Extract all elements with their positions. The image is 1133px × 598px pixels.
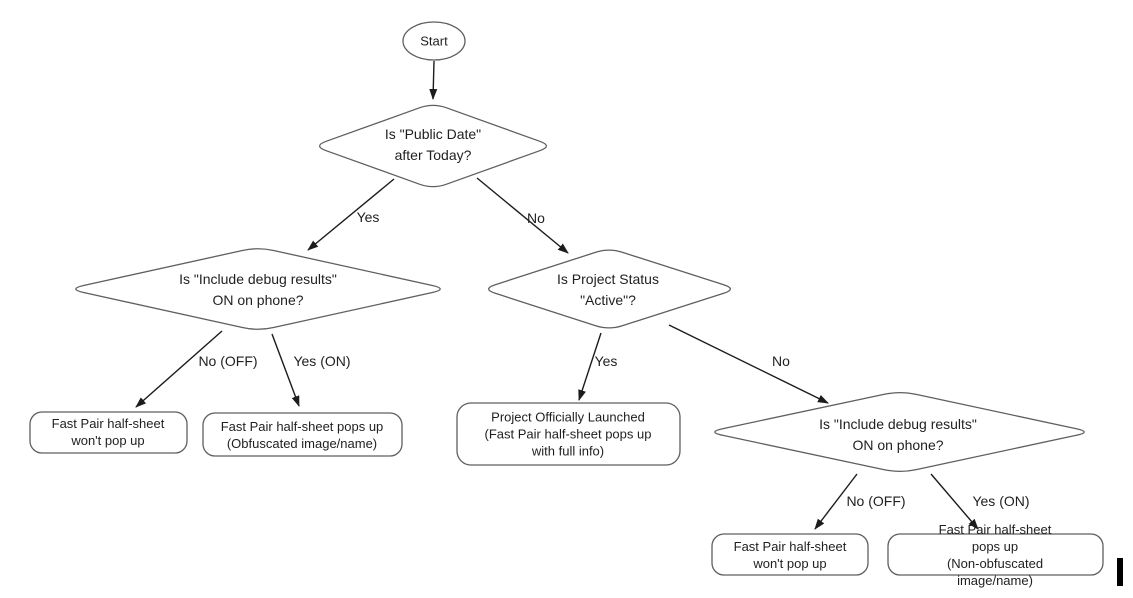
decision-debug-left-shape [75, 248, 441, 330]
edge-label-debug-left-no: No (OFF) [198, 353, 258, 369]
edge-public-date-no [476, 177, 569, 254]
text-caret-artifact [1117, 558, 1123, 586]
decision-debug-right-shape [714, 392, 1085, 472]
result-non-obfuscated-shape [887, 533, 1104, 576]
decision-debug-left-label: Is "Include debug results" ON on phone? [179, 271, 337, 308]
edge-public-date-yes [307, 178, 395, 251]
edge-debug-right-yes [930, 473, 979, 530]
result-non-obfuscated-label: Fast Pair half-sheet pops up (Non-obfusc… [938, 522, 1052, 588]
edge-label-project-status-yes: Yes [594, 353, 618, 369]
decision-debug-right-label: Is "Include debug results" ON on phone? [819, 416, 977, 453]
result-obfuscated-label: Fast Pair half-sheet pops up (Obfuscated… [220, 419, 384, 451]
result-launched-shape [456, 402, 681, 466]
edge-project-status-yes [578, 332, 602, 401]
edge-label-debug-right-yes: Yes (ON) [972, 493, 1030, 509]
edge-start-to-public-date [429, 60, 438, 100]
result-launched-label: Project Officially Launched (Fast Pair h… [484, 409, 652, 459]
start-node-shape [402, 21, 466, 61]
edge-debug-left-yes [271, 333, 300, 407]
result-no-popup-left-label: Fast Pair half-sheet won't pop up [51, 416, 165, 448]
result-no-popup-left-shape [29, 411, 188, 454]
start-node-label: Start [420, 33, 448, 49]
result-no-popup-right-label: Fast Pair half-sheet won't pop up [733, 539, 847, 571]
edge-label-public-date-yes: Yes [356, 209, 380, 225]
edge-debug-left-no [135, 330, 223, 408]
edge-label-project-status-no: No [772, 353, 790, 369]
decision-project-status-shape [488, 249, 731, 329]
edge-debug-right-no [814, 473, 858, 530]
edge-label-public-date-no: No [527, 210, 545, 226]
edge-project-status-no [668, 324, 829, 404]
decision-project-status-label: Is Project Status "Active"? [557, 271, 659, 308]
decision-public-date-label: Is "Public Date" after Today? [384, 126, 482, 163]
result-no-popup-right-shape [711, 533, 869, 576]
decision-public-date-shape [318, 104, 548, 188]
edge-label-debug-right-no: No (OFF) [846, 493, 906, 509]
edge-label-debug-left-yes: Yes (ON) [293, 353, 351, 369]
result-obfuscated-shape [202, 412, 403, 457]
